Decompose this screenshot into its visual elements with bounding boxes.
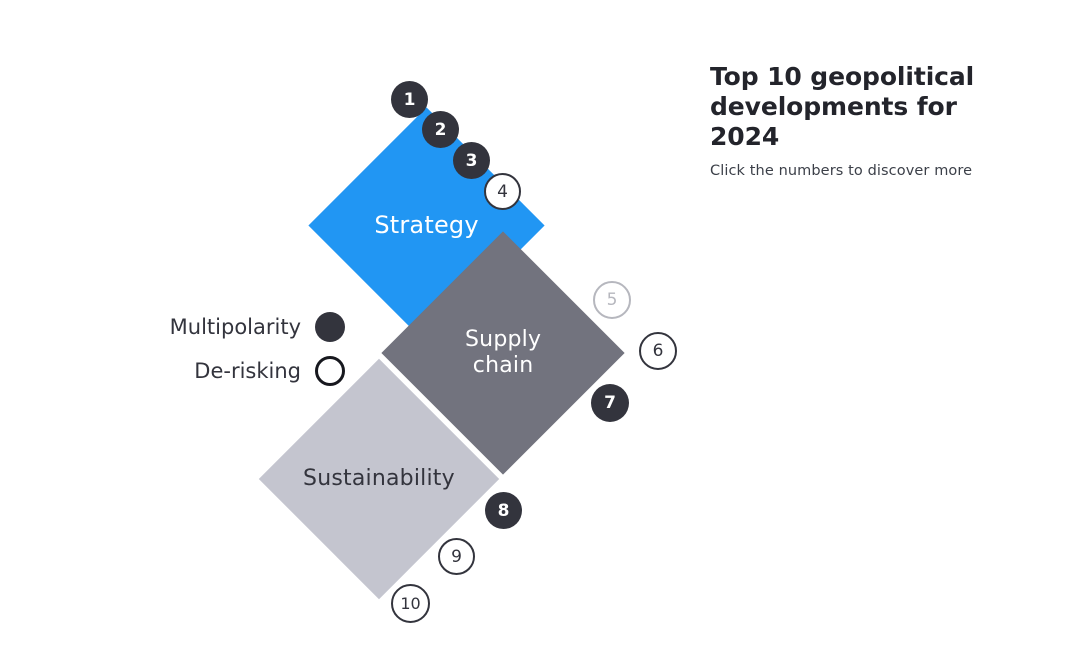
page-title: Top 10 geopolitical developments for 202…	[710, 62, 975, 151]
marker-7[interactable]: 7	[591, 384, 629, 422]
marker-1[interactable]: 1	[391, 81, 428, 118]
marker-4[interactable]: 4	[484, 173, 521, 210]
marker-6[interactable]: 6	[639, 332, 677, 370]
marker-5[interactable]: 5	[593, 281, 631, 319]
diamond-strategy-label: Strategy	[374, 211, 479, 240]
filled-circle-icon	[315, 312, 345, 342]
legend-item-multipolarity: Multipolarity	[120, 305, 345, 349]
marker-8[interactable]: 8	[485, 492, 522, 529]
page-subtitle: Click the numbers to discover more	[710, 163, 973, 179]
legend-label-multipolarity: Multipolarity	[169, 315, 301, 339]
legend: Multipolarity De-risking	[120, 305, 345, 393]
marker-9[interactable]: 9	[438, 538, 475, 575]
diamond-sustainability-label: Sustainability	[303, 466, 455, 492]
marker-3[interactable]: 3	[453, 142, 490, 179]
legend-item-de-risking: De-risking	[120, 349, 345, 393]
marker-10[interactable]: 10	[391, 584, 430, 623]
legend-label-de-risking: De-risking	[194, 359, 301, 383]
marker-2[interactable]: 2	[422, 111, 459, 148]
outlined-circle-icon	[315, 356, 345, 386]
title-panel: Top 10 geopolitical developments for 202…	[710, 62, 1030, 179]
diamond-supply-chain-label: Supply chain	[464, 327, 542, 378]
